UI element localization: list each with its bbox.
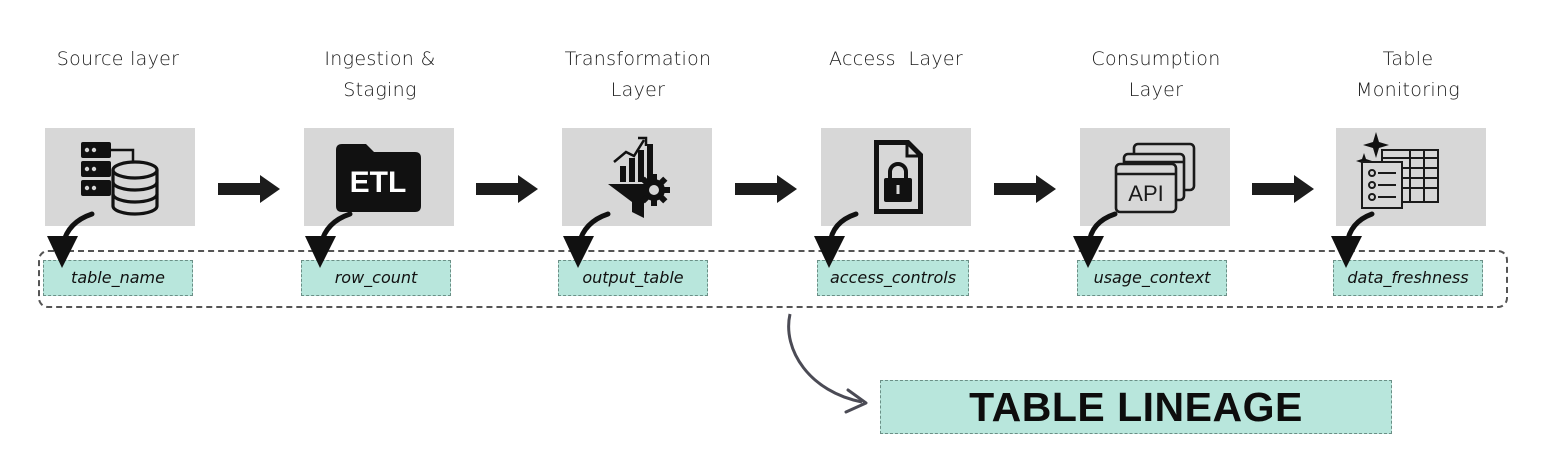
stage-label-source: Source layer [56, 48, 180, 70]
locked-document-icon [874, 140, 923, 214]
source-layer-tile [45, 128, 195, 226]
consumption-tile: API [1080, 128, 1230, 226]
attribute-table-name: table_name [43, 260, 193, 296]
api-windows-icon: API [1114, 142, 1196, 214]
lineage-connector-head [844, 388, 868, 414]
chart-funnel-gear-icon [608, 136, 670, 218]
attribute-output-table: output_table [558, 260, 708, 296]
flow-arrow-4 [994, 175, 1056, 203]
table-lineage-box: TABLE LINEAGE [880, 380, 1392, 434]
flow-arrow-2 [476, 175, 538, 203]
stage-label-ingestion: Ingestion &Staging [324, 48, 436, 101]
etl-folder-icon: ETL [336, 144, 421, 212]
flow-arrow-5 [1252, 175, 1314, 203]
stage-label-access: Access Layer [829, 48, 963, 70]
attribute-row-count: row_count [301, 260, 451, 296]
database-server-icon [81, 142, 159, 216]
svg-text:API: API [1128, 181, 1163, 206]
ingestion-tile: ETL [304, 128, 454, 226]
flow-arrow-1 [218, 175, 280, 203]
svg-text:ETL: ETL [350, 166, 407, 199]
transformation-tile [562, 128, 712, 226]
flow-arrow-3 [735, 175, 797, 203]
lineage-connector [787, 313, 863, 404]
access-tile [821, 128, 971, 226]
attribute-data-freshness: data_freshness [1333, 260, 1483, 296]
monitoring-tile [1336, 128, 1486, 226]
sparkle-table-checklist-icon [1356, 132, 1439, 209]
attribute-access-controls: access_controls [817, 260, 969, 296]
attributes-group-frame [38, 250, 1508, 308]
attribute-usage-context: usage_context [1077, 260, 1227, 296]
